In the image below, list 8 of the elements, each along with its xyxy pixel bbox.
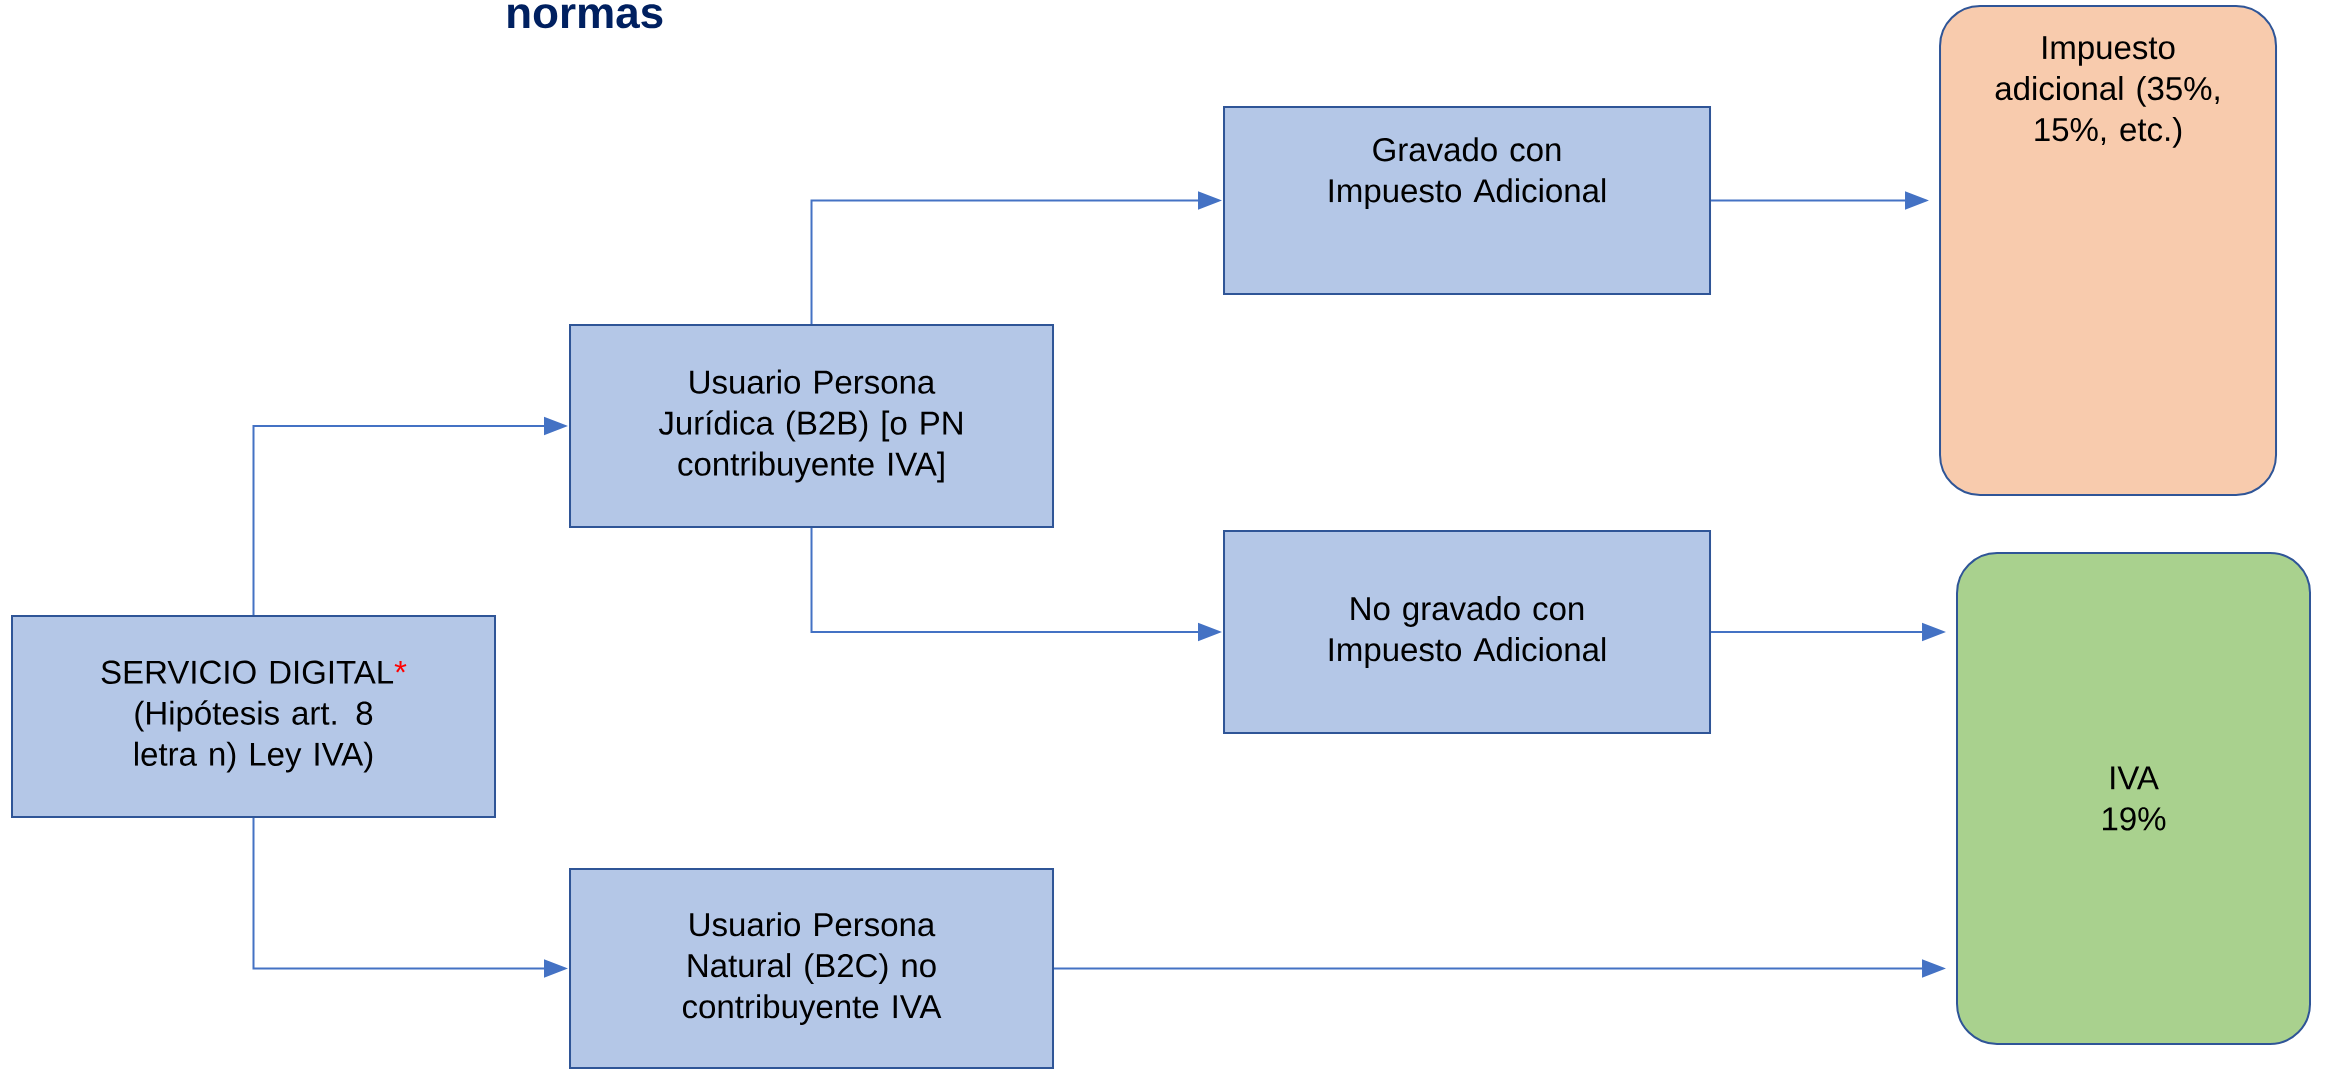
process-box: Usuario Persona Natural (B2C) no contribuyente IVA: [569, 868, 1054, 1069]
process-box: Gravado con Impuesto Adicional: [1223, 106, 1711, 295]
result-box: Impuesto adicional (35%, 15%, etc.): [1939, 5, 2278, 496]
result-box: IVA 19%: [1956, 552, 2312, 1045]
slide-title: normas: [508, 4, 663, 29]
process-box: Usuario Persona Jurídica (B2B) [o PN contribuyente IVA]: [569, 324, 1054, 528]
process-box: SERVICIO DIGITAL* (Hipótesis art. 8 letra n) Ley IVA): [11, 615, 496, 818]
process-box: No gravado con Impuesto Adicional: [1223, 530, 1711, 734]
